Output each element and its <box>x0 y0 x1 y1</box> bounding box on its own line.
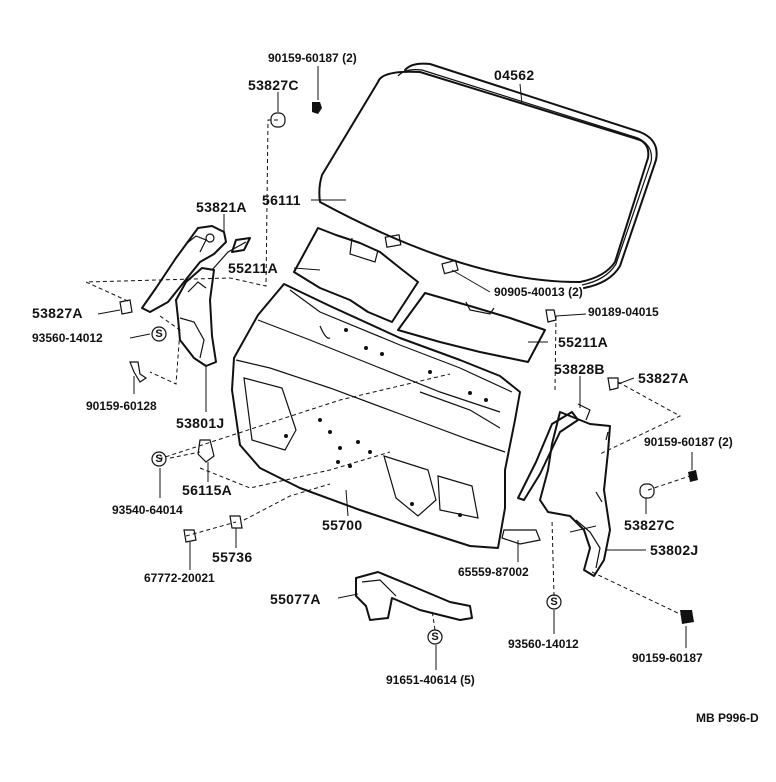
clip-56115a <box>197 439 215 463</box>
label-53827c-right: 53827C <box>624 517 675 533</box>
label-65559-87002: 65559-87002 <box>458 565 529 579</box>
symbol-s-bottom: S <box>427 629 443 645</box>
clip-90189 <box>545 309 557 323</box>
clip-53827a-left <box>119 299 133 315</box>
label-56115a: 56115A <box>182 482 232 498</box>
pillar-53802j <box>539 411 611 577</box>
label-90189-04015: 90189-04015 <box>588 305 659 319</box>
windshield-moulding <box>397 62 658 289</box>
label-90159-60187-top: 90159-60187 (2) <box>268 51 357 65</box>
svg-text:S: S <box>155 328 162 340</box>
drawing-code: MB P996-D <box>696 711 759 725</box>
label-53828b: 53828B <box>554 361 605 377</box>
panel-55211a-left <box>293 227 419 323</box>
label-93560-14012-left: 93560-14012 <box>32 331 103 345</box>
label-55077a: 55077A <box>270 591 321 607</box>
screw-90159-top <box>312 102 322 114</box>
label-53827a-right: 53827A <box>638 370 689 386</box>
label-93540-64014: 93540-64014 <box>112 503 183 517</box>
label-90905-40013: 90905-40013 (2) <box>494 285 583 299</box>
dash-panel-55700 <box>231 283 521 549</box>
label-53827c-top: 53827C <box>248 77 299 93</box>
label-56111: 56111 <box>262 192 301 208</box>
label-53827a-left: 53827A <box>32 305 83 321</box>
label-67772-20021: 67772-20021 <box>144 571 215 585</box>
label-55736: 55736 <box>212 549 252 565</box>
label-53801j: 53801J <box>176 415 225 431</box>
svg-text:S: S <box>431 631 438 643</box>
panel-55211a-right <box>397 292 546 363</box>
seal-65559 <box>501 529 541 545</box>
svg-text:S: S <box>550 596 557 608</box>
part-labels: 04562 90159-60187 (2) 53827C 56111 53821… <box>32 51 759 725</box>
cushion-53827c-right <box>639 483 655 499</box>
label-93560-14012-right: 93560-14012 <box>508 637 579 651</box>
windshield-glass <box>318 70 650 284</box>
label-55211a-right: 55211A <box>558 334 608 350</box>
label-53821a: 53821A <box>196 199 247 215</box>
screw-90159-bottom <box>680 610 694 624</box>
bracket-53828b <box>517 403 591 501</box>
clip-55736 <box>229 515 243 529</box>
clip-67772 <box>183 529 197 543</box>
label-55700: 55700 <box>322 517 362 533</box>
bracket-55077a <box>355 571 473 621</box>
pillar-53801j <box>175 267 217 367</box>
mirror-bracket <box>384 234 402 248</box>
symbol-s-right: S <box>546 594 562 610</box>
clip-90905 <box>441 259 459 275</box>
label-90159-60187-right: 90159-60187 (2) <box>644 435 733 449</box>
symbol-s-left-upper: S <box>151 326 167 342</box>
screw-90159-60128 <box>129 361 148 383</box>
label-90159-60187-bottom: 90159-60187 <box>632 651 703 665</box>
assembly-lines <box>85 119 691 631</box>
label-04562: 04562 <box>494 67 534 83</box>
screw-90159-right <box>688 470 698 482</box>
leader-lines <box>97 66 693 670</box>
label-53802j: 53802J <box>650 542 699 558</box>
label-91651-40614: 91651-40614 (5) <box>386 673 475 687</box>
clip-53827a-right <box>607 377 619 391</box>
label-55211a-left: 55211A <box>228 260 278 276</box>
label-90159-60128: 90159-60128 <box>86 399 157 413</box>
